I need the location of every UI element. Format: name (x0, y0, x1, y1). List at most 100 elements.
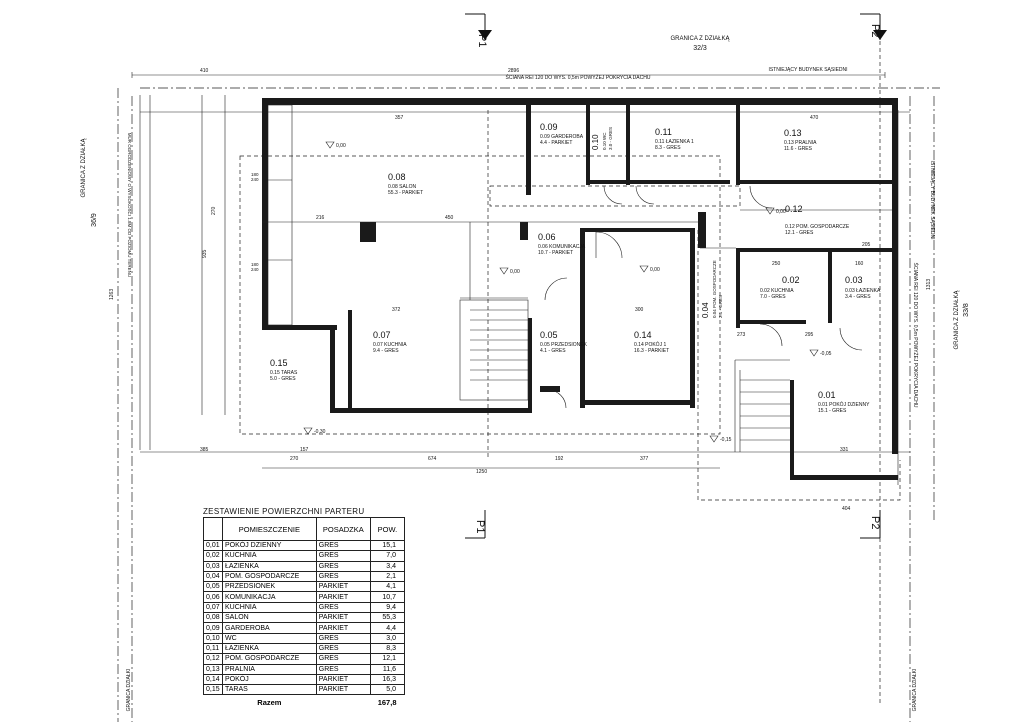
room-tag-0-14: 0.14 POKÓJ 1 (634, 341, 666, 348)
room-number-0-13: 0.13 (784, 128, 802, 138)
row-floor: PARKIET (315, 673, 371, 686)
window-180-b: 180 (251, 262, 259, 267)
row-room: POKÓJ DZIENNY (222, 539, 317, 552)
top-wall-note: ŚCIANA REI 120 DO WYS. 0,5m POWYŻEJ POKR… (506, 73, 651, 81)
row-area: 2,1 (369, 570, 406, 583)
row-floor: PARKIET (315, 591, 371, 603)
total-spacer (204, 695, 223, 710)
row-no: 0,02 (203, 550, 223, 562)
row-area: 10,7 (369, 591, 406, 603)
level-komunikacja: 0,00 (510, 269, 520, 275)
row-room: KUCHNIA (222, 601, 317, 614)
row-floor: GRES (315, 642, 371, 655)
partitions (262, 104, 892, 452)
east-bottom-border: GRANICA DZIAŁKI (912, 669, 918, 712)
row-room: SALON (222, 612, 317, 624)
west-border-parcel: 36/9 (91, 213, 98, 227)
row-floor: GRES (315, 601, 371, 614)
plot-boundary (117, 87, 940, 722)
row-area: 8,3 (369, 642, 406, 655)
dim-331: 331 (840, 447, 849, 453)
room-area-0-15: 5.0 - GRES (270, 376, 296, 382)
row-no: 0,05 (203, 581, 223, 593)
room-number-0-06: 0.06 (538, 232, 556, 242)
dim-404: 404 (842, 506, 851, 512)
schedule-header-room: POMIESZCZENIE (222, 517, 317, 541)
dim-157: 157 (300, 447, 309, 453)
dim-674: 674 (428, 456, 437, 462)
west-bottom-border: GRANICA DZIAŁKI (126, 669, 132, 712)
level-taras: -0,30 (314, 429, 326, 435)
row-room: KOMUNIKACJA (222, 591, 317, 603)
schedule-header-floor: POSADZKA (315, 517, 371, 541)
room-tag-0-15: 0.15 TARAS (270, 370, 298, 376)
row-no: 0,08 (203, 612, 223, 624)
room-number-0-12: 0.12 (785, 204, 803, 214)
room-area-0-10: 3.0 - GRES (608, 127, 613, 150)
row-area: 16,3 (369, 673, 406, 686)
row-floor: PARKIET (315, 684, 371, 696)
row-room: ŁAZIENKA (222, 560, 317, 572)
room-area-0-05: 4.1 - GRES (540, 348, 566, 354)
row-no: 0,15 (203, 684, 223, 696)
schedule-header-area: POW. (369, 517, 406, 541)
room-area-0-07: 9.4 - GRES (373, 348, 399, 354)
dim-377: 377 (640, 456, 649, 462)
row-room: WC (222, 632, 317, 644)
dim-470: 470 (810, 115, 819, 121)
north-border-parcel: 32/3 (693, 45, 707, 52)
row-floor: PARKIET (315, 622, 371, 634)
row-room: POM. GOSPODARCZE (222, 653, 317, 665)
fence-wall-note: MUR OGRODZENIOWY O WYSOKOŚCI 1.8M OD POZ… (127, 133, 134, 277)
room-number-0-09: 0.09 (540, 122, 558, 132)
row-area: 55,3 (369, 612, 406, 624)
row-area: 15,1 (369, 539, 406, 552)
row-no: 0,01 (203, 539, 223, 552)
room-number-0-03: 0.03 (845, 275, 863, 285)
level-markers: 0,00 0,00 0,00 -0,30 -0,15 -0,05 0,00 (303, 141, 832, 443)
overhang-outline (239, 20, 901, 705)
dim-295: 295 (805, 332, 814, 338)
right-wall-note: ŚCIANA REI 120 DO WYS. 0,5m POWYŻEJ POKR… (912, 263, 920, 408)
dim-overall-top: 2896 (508, 68, 519, 74)
section-label-p1-bottom: P1 (474, 520, 486, 533)
row-room: GARDEROBA (222, 622, 317, 634)
schedule-total-row: Razem 167,8 (204, 695, 405, 710)
dim-250: 250 (772, 261, 781, 267)
total-label: Razem (257, 697, 282, 707)
row-no: 0,14 (203, 673, 223, 686)
row-floor: GRES (315, 550, 371, 562)
room-number-0-02: 0.02 (782, 275, 800, 285)
total-spacer-2 (316, 695, 370, 710)
window-180-a: 180 (251, 172, 259, 177)
room-tag-0-07: 0.07 KUCHNIA (373, 342, 407, 348)
row-floor: GRES (315, 653, 371, 665)
row-area: 5,0 (369, 684, 406, 696)
row-no: 0,09 (203, 622, 223, 634)
row-no: 0,03 (203, 560, 223, 572)
room-area-0-13: 11.6 - GRES (784, 146, 813, 152)
dim-372: 372 (392, 307, 401, 313)
room-number-0-07: 0.07 (373, 330, 391, 340)
staircase (459, 299, 790, 452)
row-area: 3,4 (369, 560, 406, 572)
room-tag-0-13: 0.13 PRALNIA (784, 140, 817, 146)
schedule-header-row: POMIESZCZENIE POSADZKA POW. (203, 517, 406, 541)
row-area: 4,4 (369, 622, 406, 634)
row-no: 0,10 (203, 632, 223, 644)
east-border-parcel: 33/8 (963, 303, 970, 317)
row-no: 0,06 (203, 591, 223, 603)
total-value: 167,8 (377, 697, 397, 707)
room-area-0-09: 4.4 - PARKIET (540, 140, 572, 146)
dim-left-935: 935 (202, 249, 208, 258)
room-tag-0-06: 0.06 KOMUNIKACJA (538, 244, 586, 250)
dim-205: 205 (862, 242, 871, 248)
